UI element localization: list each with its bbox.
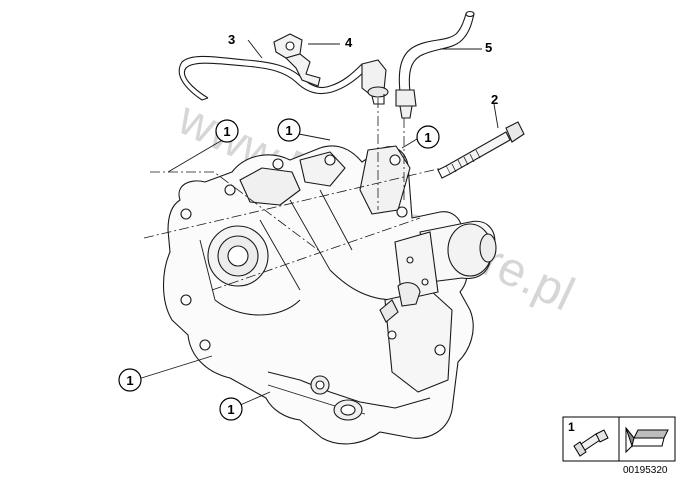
svg-text:1: 1 (285, 123, 292, 138)
vent-valve (361, 59, 389, 105)
svg-text:1: 1 (223, 124, 230, 139)
callout-circle-1e: 1 (219, 397, 243, 421)
callout-5: 5 (485, 40, 492, 55)
callout-4: 4 (345, 35, 353, 50)
callout-circle-1d: 1 (118, 368, 142, 392)
svg-text:1: 1 (424, 130, 431, 145)
bolt-icon (573, 429, 609, 457)
actuator-motor (379, 220, 497, 323)
leader-lines (134, 39, 499, 407)
vent-hose-5 (398, 10, 475, 93)
legend-box: 1 00195320 (562, 416, 676, 476)
callout-circle-1b: 1 (277, 118, 301, 142)
callout-3: 3 (228, 32, 235, 47)
hose-clip-4 (273, 33, 321, 87)
legend-part-number: 1 (568, 420, 575, 434)
hose-5-fitting (395, 89, 417, 119)
arrow-icon (625, 426, 669, 454)
bolt-2 (437, 121, 525, 179)
svg-text:1: 1 (227, 402, 234, 417)
center-lines (143, 98, 443, 291)
callout-circle-1c: 1 (416, 125, 440, 149)
diagram-code: 00195320 (623, 465, 668, 476)
vent-hose-3 (178, 55, 367, 101)
svg-text:1: 1 (126, 373, 133, 388)
callout-circle-1a: 1 (215, 119, 239, 143)
transfer-case-housing (163, 145, 474, 445)
callout-2: 2 (491, 92, 498, 107)
